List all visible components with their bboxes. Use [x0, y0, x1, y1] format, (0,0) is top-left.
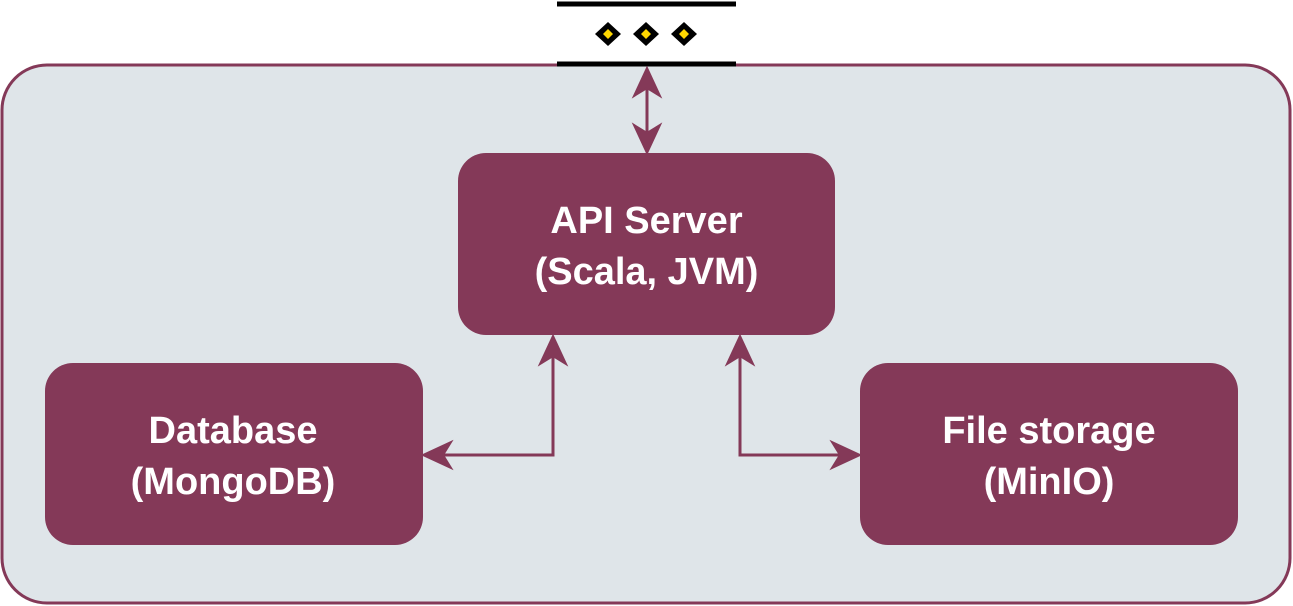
edge-api-file-storage — [738, 350, 846, 457]
external-interface — [557, 1, 736, 67]
arrowhead-database — [420, 439, 454, 471]
arrowhead-api-bottom-left — [537, 333, 569, 367]
arrowhead-file-storage — [829, 439, 863, 471]
api-server-box — [458, 153, 835, 335]
file-storage-title: File storage — [942, 410, 1155, 452]
database-subtitle: (MongoDB) — [131, 461, 336, 503]
ellipsis-dot-2-inner — [641, 29, 651, 39]
file-storage-node: File storage (MinIO) — [860, 363, 1238, 545]
api-server-title: API Server — [550, 200, 742, 242]
ellipsis-dot-3-inner — [679, 29, 689, 39]
database-title: Database — [149, 410, 318, 452]
file-storage-subtitle: (MinIO) — [984, 461, 1115, 503]
ellipsis-interface-icon — [595, 22, 697, 46]
arrowhead-api-bottom-right — [724, 333, 756, 367]
database-node: Database (MongoDB) — [45, 363, 423, 545]
api-server-node: API Server (Scala, JVM) — [458, 153, 835, 335]
arrowhead-interface-end — [631, 65, 663, 99]
arrowheads — [420, 65, 863, 471]
edge-api-database — [437, 350, 555, 457]
file-storage-box — [860, 363, 1238, 545]
api-server-subtitle: (Scala, JVM) — [535, 251, 759, 293]
database-box — [45, 363, 423, 545]
edges — [437, 80, 846, 457]
arrowhead-api-top — [631, 122, 663, 156]
ellipsis-dot-1-inner — [603, 29, 613, 39]
